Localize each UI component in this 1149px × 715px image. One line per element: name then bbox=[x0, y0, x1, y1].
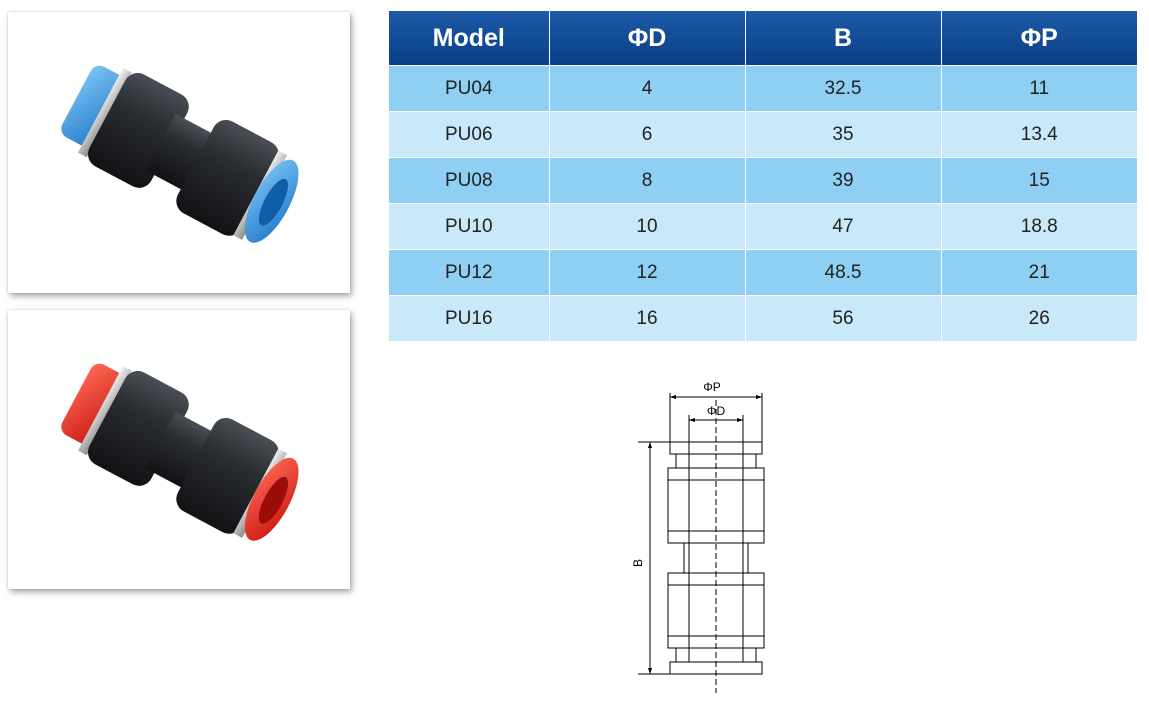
header-phi-p: ΦP bbox=[941, 11, 1137, 66]
cell-model: PU12 bbox=[389, 249, 550, 296]
header-model: Model bbox=[389, 11, 550, 66]
cell-b: 32.5 bbox=[745, 65, 942, 112]
cell-phi-p: 18.8 bbox=[941, 203, 1137, 250]
cell-model: PU08 bbox=[389, 157, 550, 204]
table-row: PU12 12 48.5 21 bbox=[389, 249, 1137, 296]
cell-phi-p: 15 bbox=[941, 157, 1137, 204]
table-row: PU08 8 39 15 bbox=[389, 157, 1137, 204]
cell-b: 47 bbox=[745, 203, 942, 250]
cell-model: PU06 bbox=[389, 111, 550, 158]
cell-b: 48.5 bbox=[745, 249, 942, 296]
cell-b: 56 bbox=[745, 295, 942, 341]
cell-model: PU16 bbox=[389, 295, 550, 341]
cell-phi-d: 16 bbox=[549, 295, 746, 341]
label-b: B bbox=[631, 559, 645, 567]
cell-phi-d: 10 bbox=[549, 203, 746, 250]
dimension-drawing: ΦP ΦD B bbox=[631, 380, 765, 693]
label-phi-d: ΦD bbox=[707, 404, 726, 418]
table-row: PU06 6 35 13.4 bbox=[389, 111, 1137, 158]
cell-model: PU10 bbox=[389, 203, 550, 250]
cell-phi-d: 8 bbox=[549, 157, 746, 204]
cell-phi-p: 13.4 bbox=[941, 111, 1137, 158]
cell-b: 35 bbox=[745, 111, 942, 158]
cell-model: PU04 bbox=[389, 65, 550, 112]
header-b: B bbox=[745, 11, 942, 66]
spec-table: Model ΦD B ΦP PU04 4 32.5 11 PU06 6 35 1… bbox=[389, 11, 1137, 341]
cell-b: 39 bbox=[745, 157, 942, 204]
cell-phi-d: 6 bbox=[549, 111, 746, 158]
photo-red-fitting bbox=[8, 310, 350, 589]
cell-phi-p: 21 bbox=[941, 249, 1137, 296]
cell-phi-p: 26 bbox=[941, 295, 1137, 341]
table-row: PU16 16 56 26 bbox=[389, 295, 1137, 341]
cell-phi-p: 11 bbox=[941, 65, 1137, 112]
table-row: PU04 4 32.5 11 bbox=[389, 65, 1137, 112]
photo-blue-fitting bbox=[8, 12, 350, 293]
table-header-row: Model ΦD B ΦP bbox=[389, 11, 1137, 66]
red-fitting-icon bbox=[61, 363, 299, 541]
cell-phi-d: 12 bbox=[549, 249, 746, 296]
cell-phi-d: 4 bbox=[549, 65, 746, 112]
table-row: PU10 10 47 18.8 bbox=[389, 203, 1137, 250]
header-phi-d: ΦD bbox=[549, 11, 746, 66]
blue-fitting-icon bbox=[61, 65, 299, 243]
label-phi-p: ΦP bbox=[703, 380, 721, 394]
